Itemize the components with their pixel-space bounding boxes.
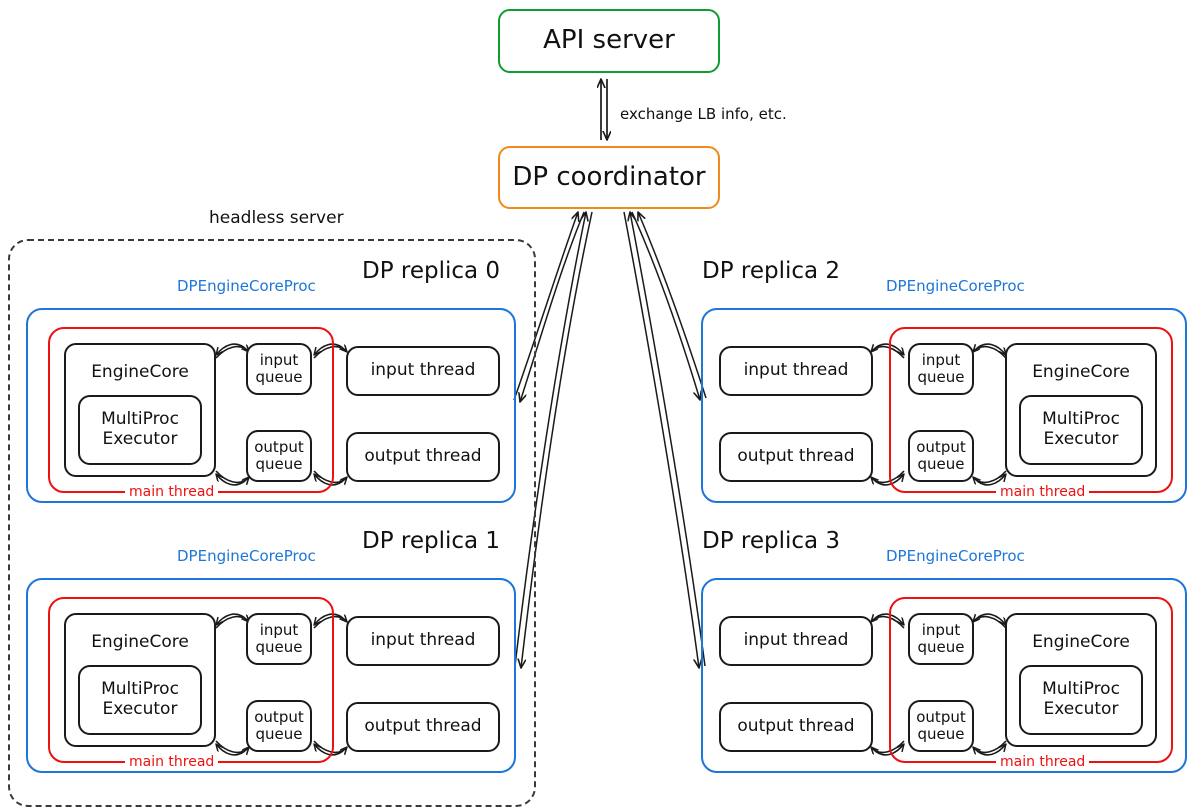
multiproc-executor-node-0[interactable]: MultiProc Executor — [78, 395, 202, 465]
input-thread-node-1[interactable]: input thread — [346, 616, 500, 666]
input-thread-node-3[interactable]: input thread — [719, 616, 873, 666]
replica-title-1: DP replica 1 — [362, 528, 501, 554]
replica-title-3: DP replica 3 — [702, 528, 841, 554]
edge-api-coordinator — [601, 79, 607, 140]
input-thread-node-2[interactable]: input thread — [719, 346, 873, 396]
output-thread-node-1[interactable]: output thread — [346, 702, 500, 752]
process-label-3: DPEngineCoreProc — [886, 547, 1025, 565]
process-label-2: DPEngineCoreProc — [886, 277, 1025, 295]
process-label-0: DPEngineCoreProc — [177, 277, 316, 295]
input-queue-node-0[interactable]: input queue — [246, 343, 312, 395]
edge-coordinator-replica-1 — [514, 212, 593, 668]
main-thread-label-1: main thread — [125, 754, 219, 770]
main-thread-label-2: main thread — [996, 484, 1090, 500]
output-thread-node-3[interactable]: output thread — [719, 702, 873, 752]
output-queue-node-0[interactable]: output queue — [246, 430, 312, 482]
input-queue-node-3[interactable]: input queue — [908, 613, 974, 665]
edge-coordinator-replica-3 — [623, 212, 706, 668]
main-thread-label-3: main thread — [996, 754, 1090, 770]
output-queue-node-2[interactable]: output queue — [908, 430, 974, 482]
replica-title-0: DP replica 0 — [362, 258, 501, 284]
edge-coordinator-replica-0 — [513, 212, 585, 402]
multiproc-executor-node-2[interactable]: MultiProc Executor — [1019, 395, 1143, 465]
output-queue-node-1[interactable]: output queue — [246, 700, 312, 752]
edge-label-exchange-lb-info: exchange LB info, etc. — [620, 105, 787, 123]
output-thread-node-2[interactable]: output thread — [719, 432, 873, 482]
headless-server-label: headless server — [209, 208, 344, 228]
input-queue-node-1[interactable]: input queue — [246, 613, 312, 665]
replica-title-2: DP replica 2 — [702, 258, 841, 284]
output-queue-node-3[interactable]: output queue — [908, 700, 974, 752]
process-label-1: DPEngineCoreProc — [177, 547, 316, 565]
dp-coordinator-node[interactable]: DP coordinator — [498, 146, 720, 209]
multiproc-executor-node-3[interactable]: MultiProc Executor — [1019, 665, 1143, 735]
multiproc-executor-node-1[interactable]: MultiProc Executor — [78, 665, 202, 735]
edge-coordinator-replica-2 — [631, 212, 707, 400]
input-thread-node-0[interactable]: input thread — [346, 346, 500, 396]
output-thread-node-0[interactable]: output thread — [346, 432, 500, 482]
api-server-node[interactable]: API server — [498, 9, 720, 73]
main-thread-label-0: main thread — [125, 484, 219, 500]
input-queue-node-2[interactable]: input queue — [908, 343, 974, 395]
